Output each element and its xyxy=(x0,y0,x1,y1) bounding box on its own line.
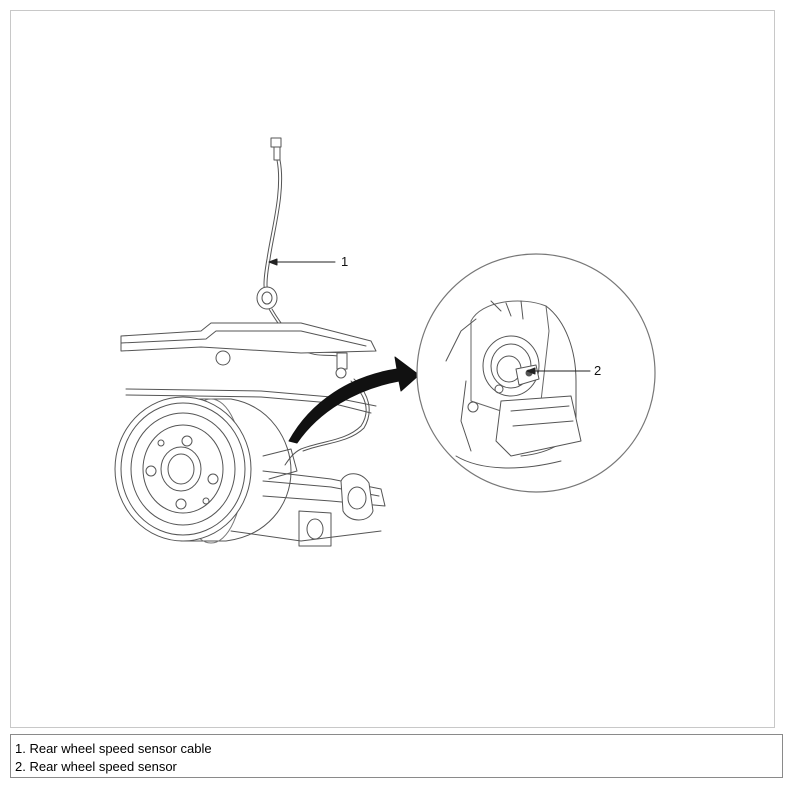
detail-arrow xyxy=(288,356,420,444)
legend-box: 1. Rear wheel speed sensor cable 2. Rear… xyxy=(10,734,783,778)
detail-view xyxy=(416,253,656,493)
diagram-frame: 1 2 xyxy=(10,10,775,728)
rear-frame xyxy=(120,322,377,414)
legend-item-sensor-cable: 1. Rear wheel speed sensor cable xyxy=(15,741,212,756)
callout-2-label: 2 xyxy=(594,363,601,378)
callout-1-label: 1 xyxy=(341,254,348,269)
brake-drum xyxy=(114,396,292,544)
callout-1-leader xyxy=(268,258,336,266)
callout-2-leader xyxy=(526,367,591,375)
diagram-illustration: 1 2 xyxy=(114,137,656,547)
legend-item-sensor: 2. Rear wheel speed sensor xyxy=(15,759,177,774)
rear-axle-beam xyxy=(230,448,386,547)
